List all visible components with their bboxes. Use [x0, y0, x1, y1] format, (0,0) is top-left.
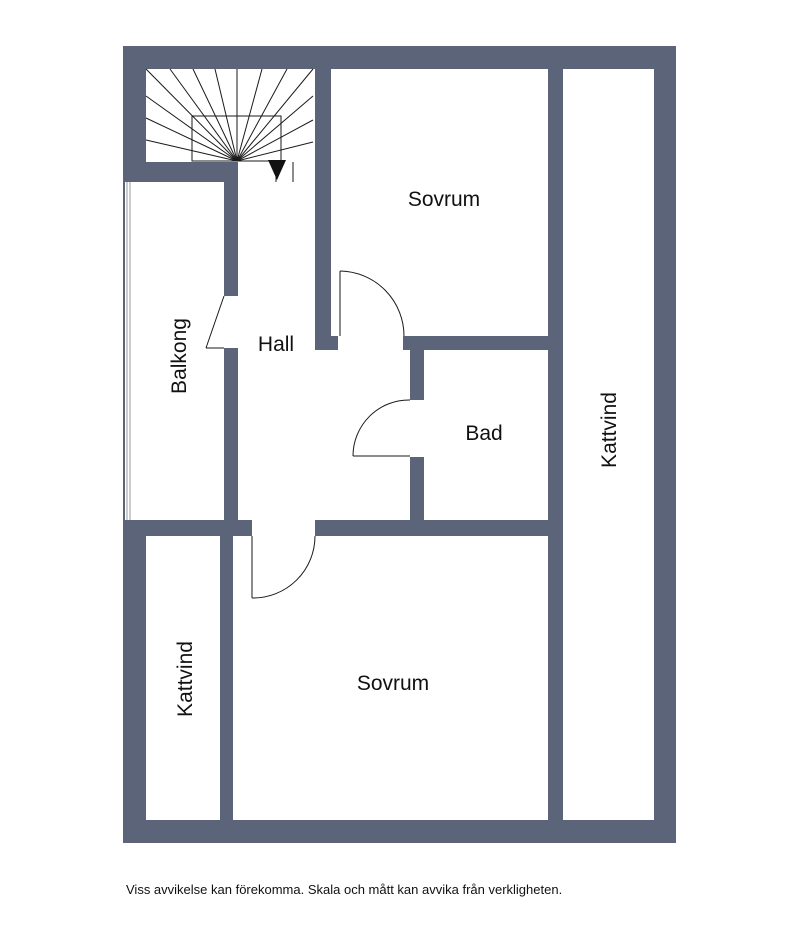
balkong-door-opening — [222, 296, 240, 348]
sovrum-upper-floor — [331, 69, 548, 336]
bad-door-opening — [408, 400, 426, 457]
room-label-bad: Bad — [465, 422, 502, 445]
room-label-sovrum-upper: Sovrum — [408, 188, 480, 211]
bad-floor — [424, 350, 548, 520]
kattvind-right-floor — [563, 69, 654, 820]
stair-direction-arrow — [268, 160, 286, 180]
hall-floor-east — [315, 350, 410, 520]
kattvind-left-floor — [146, 536, 220, 820]
sovrum-lower-door-opening — [252, 518, 315, 538]
disclaimer-text: Viss avvikelse kan förekomma. Skala och … — [126, 882, 563, 897]
hall-door-opening-top — [338, 334, 403, 352]
hall-floor — [238, 182, 315, 520]
balkong-floor — [125, 182, 224, 520]
room-label-sovrum-lower: Sovrum — [357, 672, 429, 695]
room-label-balkong: Balkong — [168, 318, 191, 394]
staircase — [145, 68, 314, 182]
room-label-kattvind-left: Kattvind — [174, 641, 197, 717]
doors — [205, 270, 411, 599]
room-label-hall: Hall — [258, 333, 294, 356]
room-label-kattvind-right: Kattvind — [598, 392, 621, 468]
sovrum-lower-floor — [233, 536, 548, 820]
